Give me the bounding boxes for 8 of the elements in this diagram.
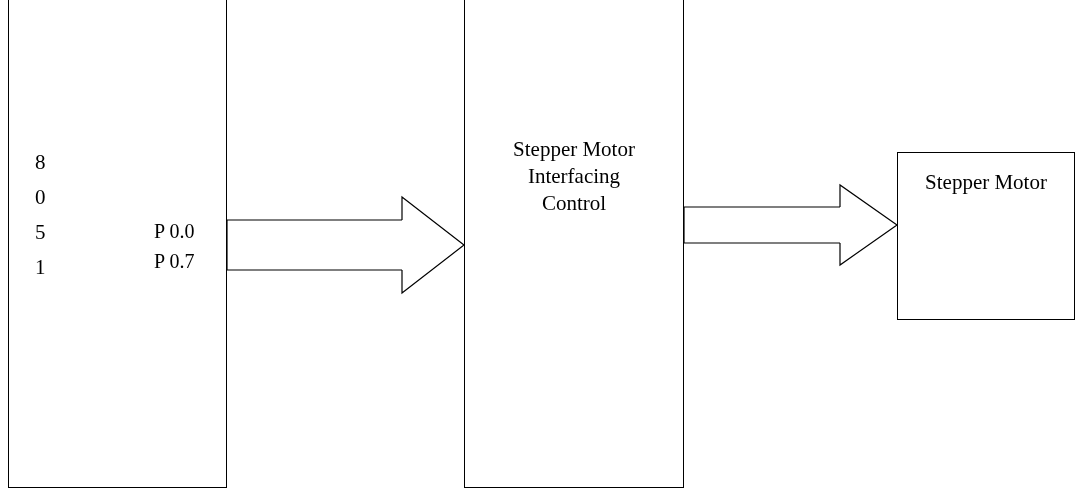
block-label: Stepper Motor Interfacing Control bbox=[512, 136, 636, 217]
pin-label: P 0.0 bbox=[154, 220, 195, 243]
block-box bbox=[8, 0, 227, 488]
pin-label: P 0.7 bbox=[154, 250, 195, 273]
block-box bbox=[464, 0, 684, 488]
block-label: Stepper Motor bbox=[924, 169, 1048, 196]
chip-label: 8051 bbox=[35, 149, 47, 281]
block-box bbox=[897, 152, 1075, 320]
